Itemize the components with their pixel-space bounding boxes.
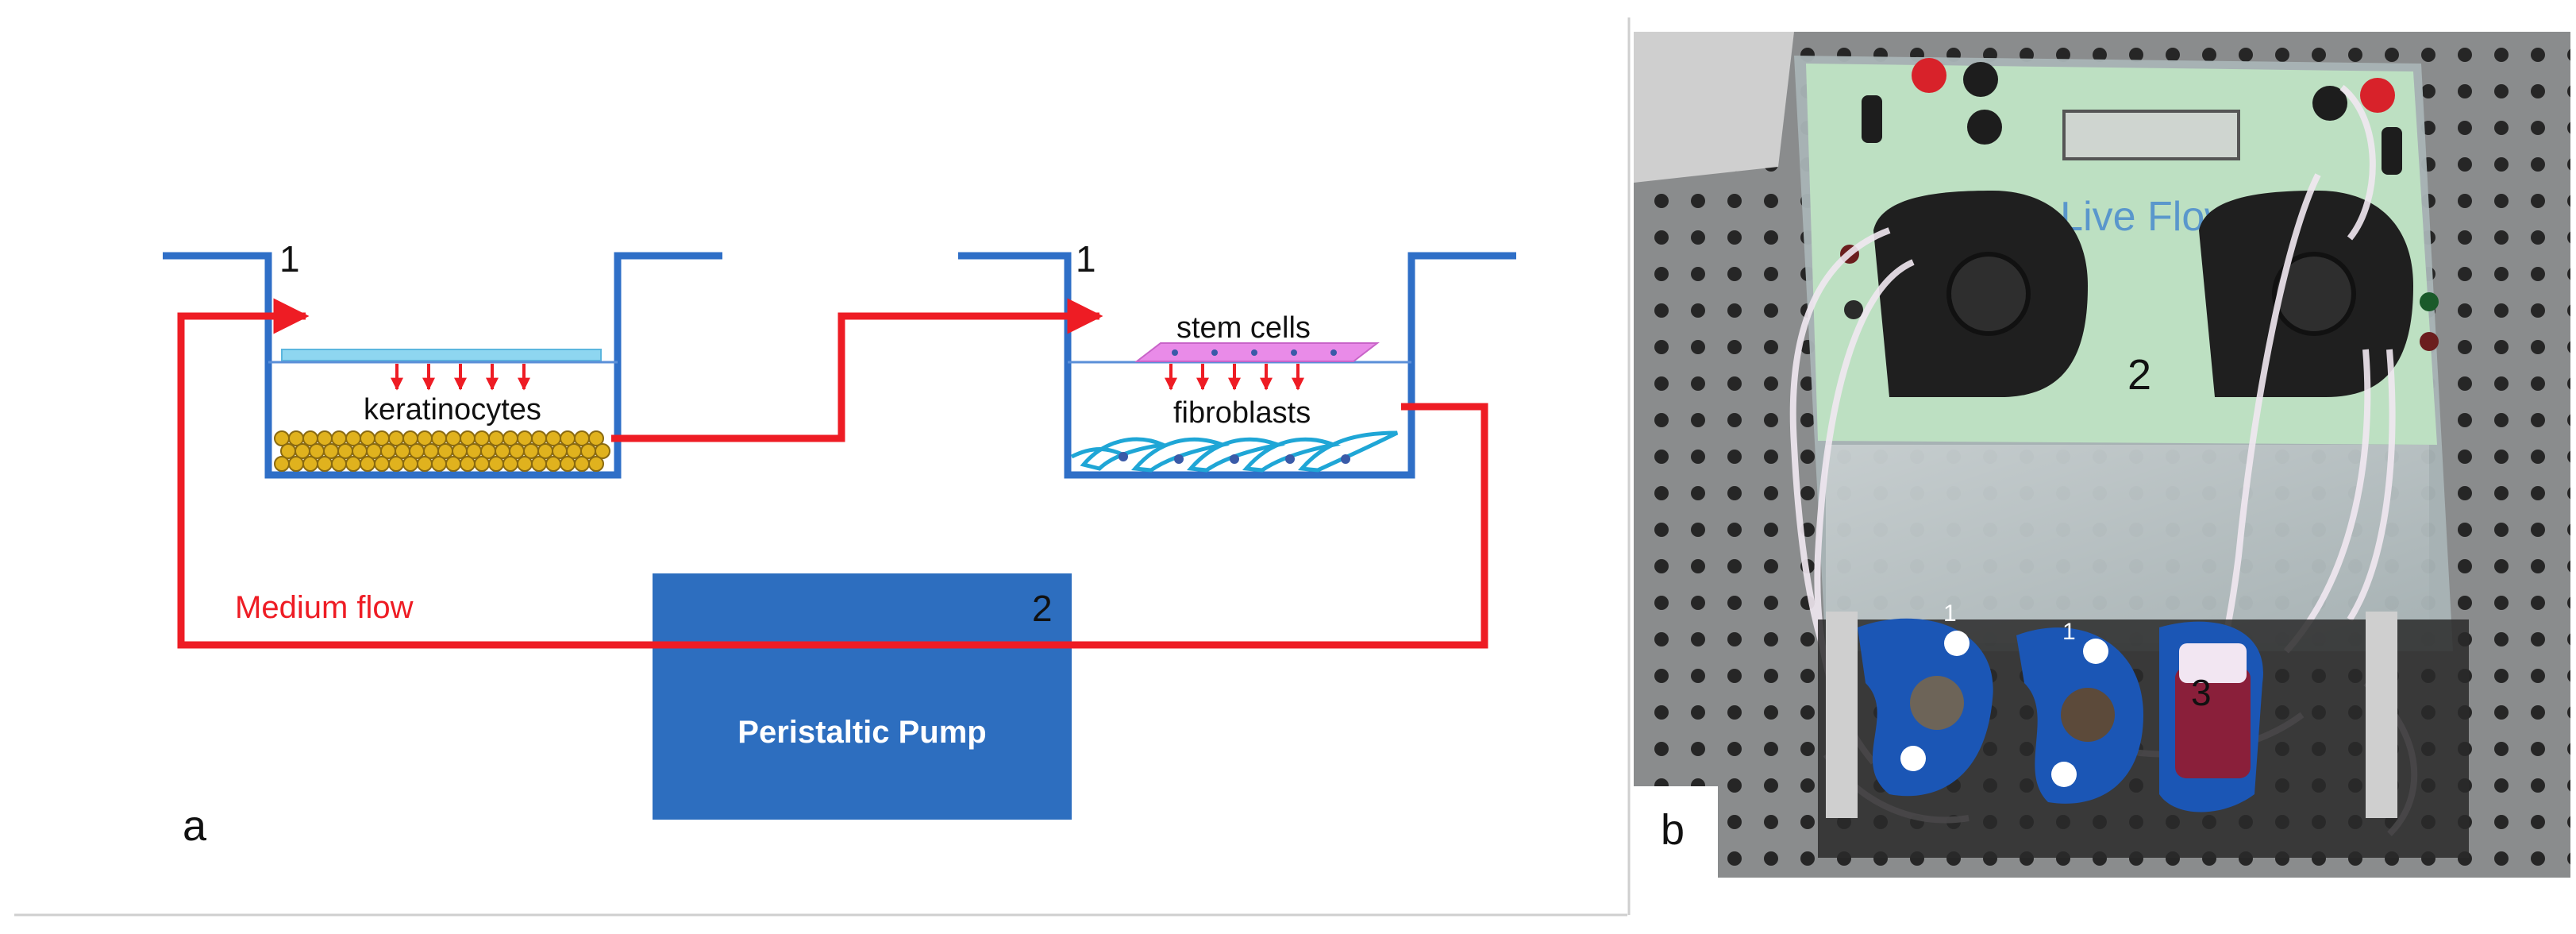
keratinocyte-cell	[331, 456, 347, 472]
medium-flow-connector-line	[611, 298, 1103, 442]
keratinocyte-cell	[545, 456, 561, 472]
left-well: keratinocytes 1	[163, 238, 722, 479]
stem-cells-label: stem cells	[1176, 311, 1311, 345]
black-knob-right	[2312, 86, 2347, 121]
keratinocyte-cell	[531, 456, 547, 472]
chamber-left-screw-bottom	[1900, 746, 1926, 771]
fibroblast-nuclei	[1119, 452, 1350, 464]
left-well-number: 1	[279, 238, 300, 280]
keratinocyte-cell	[588, 430, 604, 446]
chamber-middle-well	[2061, 688, 2115, 742]
black-knob-left-2	[1967, 110, 2002, 145]
keratinocyte-cell	[317, 456, 333, 472]
keratinocyte-cell	[488, 456, 504, 472]
keratinocyte-cell	[517, 456, 533, 472]
keratinocyte-cell	[345, 456, 361, 472]
chamber-left-screw-top	[1944, 631, 1970, 656]
peristaltic-pump: Peristaltic Pump 2	[653, 573, 1072, 820]
panel-a: keratinocytes 1 stem cells fibroblasts	[14, 238, 1627, 917]
keratinocyte-cell	[431, 456, 447, 472]
incubator-wall	[1634, 32, 1794, 183]
keratinocyte-cell	[574, 456, 590, 472]
rail-right	[2366, 612, 2397, 818]
panel-b-label-box	[1634, 786, 1718, 880]
left-well-diffusion-arrows	[391, 364, 530, 391]
fibroblast-cells	[1070, 430, 1399, 473]
right-well-diffusion-arrows	[1165, 364, 1304, 391]
medium-flow-label: Medium flow	[235, 590, 414, 625]
pump-enclosure: Live Flow 2	[1794, 56, 2453, 651]
reservoir-cap	[2179, 643, 2247, 683]
keratinocyte-cell	[560, 456, 576, 472]
keratinocyte-cell	[595, 443, 610, 459]
pump-head-left-rotor	[1946, 252, 2031, 336]
right-well-outline	[958, 252, 1516, 479]
indicator-led-3	[2420, 292, 2439, 311]
chamber-number-middle: 1	[2062, 619, 2076, 645]
keratinocyte-cell	[360, 456, 375, 472]
keratinocyte-cell	[445, 456, 461, 472]
indicator-led-2	[1844, 300, 1863, 319]
culture-chambers: 1 1 3	[1858, 600, 2263, 812]
keratinocyte-cell	[474, 456, 490, 472]
lcd-display	[2062, 110, 2240, 160]
enclosure-shine	[1826, 445, 2429, 643]
red-terminal-right	[2360, 78, 2395, 113]
keratinocyte-cell	[588, 456, 604, 472]
red-terminal-left	[1912, 58, 1946, 93]
right-well: stem cells fibroblasts 1	[958, 238, 1516, 479]
indicator-led-4	[2420, 332, 2439, 351]
reservoir-bottle	[2175, 667, 2251, 778]
left-well-outline	[163, 252, 722, 479]
keratinocyte-cell	[402, 456, 418, 472]
chamber-number-left: 1	[1943, 600, 1957, 627]
keratinocyte-cell	[388, 456, 404, 472]
keratinocyte-cell	[274, 456, 290, 472]
keratinocytes-label: keratinocytes	[364, 393, 541, 426]
pump-label: Peristaltic Pump	[737, 715, 986, 750]
black-knob-left-1	[1963, 62, 1998, 97]
toggle-switch-right	[2382, 127, 2402, 175]
keratinocyte-cell	[288, 456, 304, 472]
right-well-number: 1	[1076, 238, 1096, 280]
rail-left	[1826, 612, 1858, 818]
panel-a-label: a	[183, 802, 207, 850]
keratinocyte-cell	[460, 456, 476, 472]
reservoir-number: 3	[2191, 672, 2212, 713]
stem-cell-nuclei	[1172, 349, 1337, 356]
keratinocyte-cell	[374, 456, 390, 472]
chamber-left-well	[1910, 676, 1964, 730]
left-well-insert-membrane	[281, 349, 602, 361]
fibroblasts-label: fibroblasts	[1173, 396, 1311, 430]
panel-b: Live Flow 2	[1627, 17, 2570, 915]
toggle-switch-left	[1862, 95, 1882, 143]
pump-head-right-rotor	[2272, 252, 2356, 336]
chamber-middle-screw-bottom	[2051, 762, 2077, 787]
pump-box	[653, 573, 1072, 820]
keratinocyte-cells	[274, 430, 610, 472]
keratinocyte-cell	[502, 456, 518, 472]
panel-b-label: b	[1661, 806, 1685, 854]
keratinocyte-cell	[417, 456, 433, 472]
keratinocyte-cell	[302, 456, 318, 472]
chamber-middle-screw-top	[2083, 639, 2108, 664]
pump-number: 2	[1032, 588, 1053, 629]
device-pump-number: 2	[2127, 351, 2151, 399]
